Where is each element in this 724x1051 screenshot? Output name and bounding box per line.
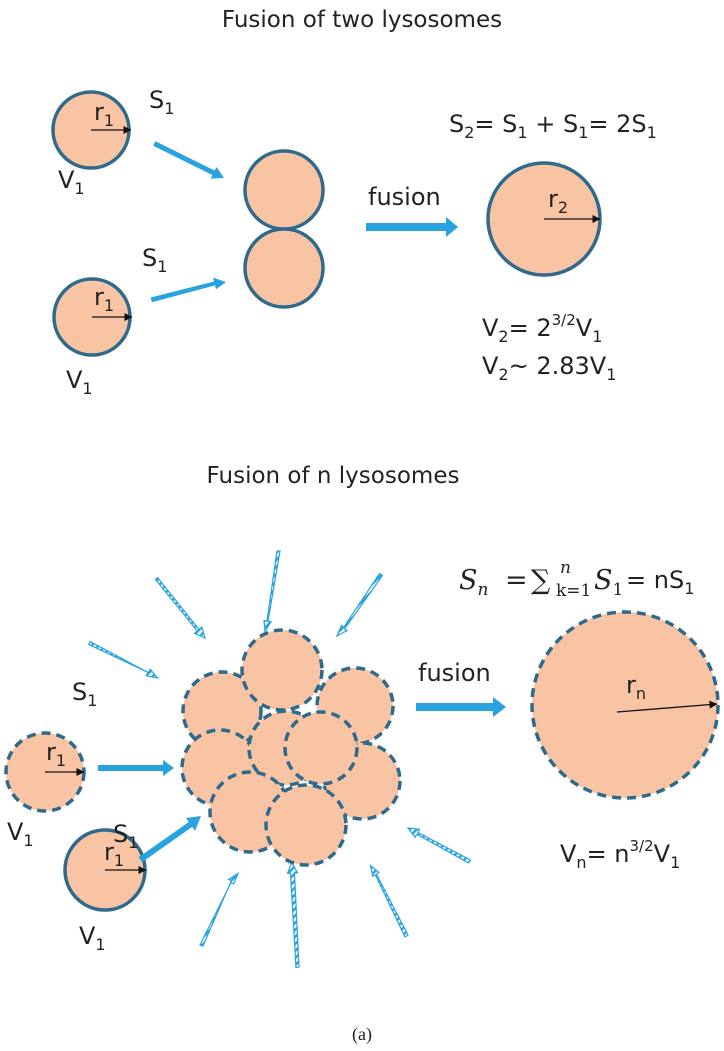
svg-text:S1: S1 [113,820,138,852]
hatched-arrow-7 [286,861,300,969]
volume-label: V [58,166,75,194]
svg-text:=: = [505,565,528,596]
lysosome-cluster [180,628,402,867]
radius-label: r [94,283,104,311]
fusion-label: fusion [368,183,441,211]
volume-equation-top-2: V2~ 2.83V1 [482,352,616,384]
contact-pair [243,149,325,309]
svg-text:V1: V1 [7,818,34,850]
arrow-upper-to-pair [153,141,224,179]
arrow-upper-to-cluster [98,760,174,776]
svg-text:∑: ∑ [531,565,550,596]
volume-equation-bottom: Vn= n3/2V1 [560,837,680,872]
svg-text:r1: r1 [94,98,114,130]
volume-label: V [7,818,24,846]
hatched-arrow-3 [335,572,384,638]
fusion-arrow-bottom: fusion [416,659,506,717]
svg-text:n: n [560,558,571,578]
panel-top-title: Fusion of two lysosomes [222,7,502,33]
radius-label: r [94,98,104,126]
svg-text:V1: V1 [58,166,85,198]
svg-text:r1: r1 [104,838,124,870]
radius-label: r [104,838,114,866]
svg-text:r2: r2 [548,185,568,217]
radius-label: r [46,738,56,766]
hatched-arrow-2 [154,576,206,640]
svg-text:S1: S1 [142,244,167,276]
area-equation-bottom: Sn = ∑ n k=1 S1 = nS1 [459,558,694,601]
svg-text:S1: S1 [594,565,623,600]
fusion-arrow-top: fusion [366,183,458,237]
hatched-arrow-8 [369,863,409,938]
top-fused-lysosome: r2 [486,161,602,277]
svg-text:r1: r1 [46,738,66,770]
hatched-arrow-1 [263,550,281,634]
volume-label: V [79,922,96,950]
hatched-arrow-4 [87,640,160,679]
top-lysosome-upper: r1 S1 V1 [51,86,174,198]
panel-bottom-title: Fusion of n lysosomes [207,463,460,489]
bottom-lysosome-lower: r1 S1 V1 [63,820,147,954]
svg-text:V1: V1 [79,922,106,954]
svg-text:= nS1: = nS1 [626,566,694,598]
figure-caption: (a) [352,1024,372,1045]
arrow-lower-to-cluster [138,816,201,863]
radius-label: r [548,185,558,213]
volume-equation-top-1: V2= 23/2V1 [482,311,602,346]
svg-text:V1: V1 [66,366,93,398]
svg-text:Sn: Sn [459,565,488,600]
hatched-arrow-6 [199,871,240,947]
area-label: S [149,86,164,114]
area-label: S [113,820,128,848]
radius-label: r [626,671,636,699]
bottom-fused-lysosome: rn [530,610,720,800]
top-lysosome-lower: r1 S1 V1 [52,244,167,398]
hatched-arrows [87,550,472,969]
svg-text:k=1: k=1 [556,581,591,601]
volume-label: V [66,366,83,394]
arrow-lower-to-pair [150,277,226,303]
fusion-label: fusion [418,659,491,687]
svg-text:S1: S1 [149,86,174,118]
svg-text:S1: S1 [72,678,97,710]
area-label: S [72,678,87,706]
svg-text:rn: rn [626,671,646,703]
svg-text:r1: r1 [94,283,114,315]
area-equation-top: S2= S1 + S1= 2S1 [449,110,657,142]
bottom-lysosome-upper: r1 S1 V1 [4,678,97,850]
hatched-arrow-5 [406,827,472,864]
area-label: S [142,244,157,272]
